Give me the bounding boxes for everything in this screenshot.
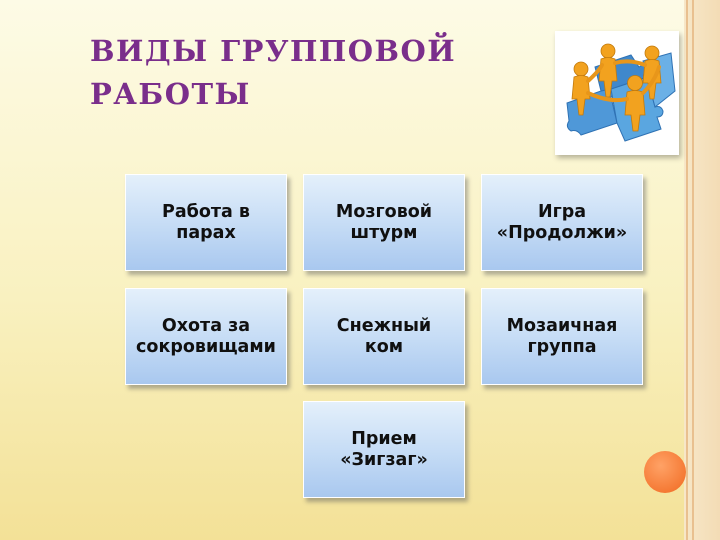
right-border-line (686, 0, 688, 540)
right-border-line (692, 0, 694, 540)
orange-circle-decoration (644, 451, 686, 493)
group-work-item-label: Игра «Продолжи» (496, 201, 628, 243)
group-work-item-label: Мозговой штурм (335, 201, 433, 243)
group-work-item: Охота за сокровищами (125, 288, 287, 385)
group-work-item: Игра «Продолжи» (481, 174, 643, 271)
group-work-item: Мозаичная группа (481, 288, 643, 385)
right-border-decoration (684, 0, 720, 540)
people-on-puzzle-icon (555, 31, 679, 155)
title-line-1: ВИДЫ ГРУППОВОЙ (90, 34, 457, 68)
group-work-item-label: Работа в парах (162, 201, 250, 243)
group-work-item-label: Снежный ком (336, 315, 432, 357)
group-work-item-label: Прием «Зигзаг» (340, 428, 428, 470)
title-line-2: РАБОТЫ (90, 77, 251, 111)
group-work-item: Прием «Зигзаг» (303, 401, 465, 498)
group-work-item: Работа в парах (125, 174, 287, 271)
group-work-item: Снежный ком (303, 288, 465, 385)
group-work-item-label: Охота за сокровищами (136, 315, 276, 357)
group-work-item-label: Мозаичная группа (506, 315, 618, 357)
slide-title: ВИДЫ ГРУППОВОЙ РАБОТЫ (90, 30, 510, 116)
group-work-item: Мозговой штурм (303, 174, 465, 271)
